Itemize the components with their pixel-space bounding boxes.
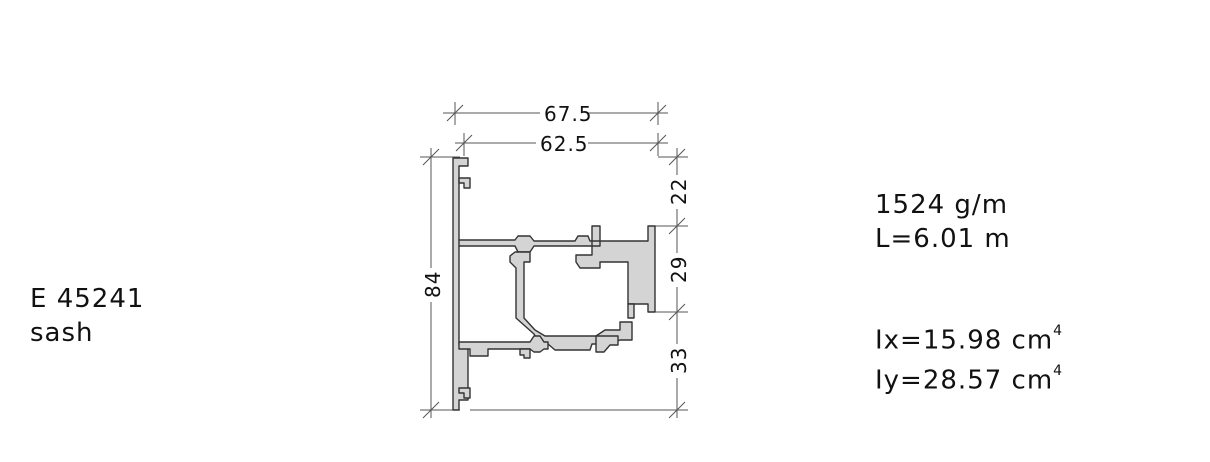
dim-seg-bottom: 33: [667, 347, 691, 374]
profile-section: [452, 157, 656, 411]
dim-seg-mid: 29: [667, 256, 691, 283]
weight-length-block: 1524 g/m L=6.01 m: [875, 188, 1011, 256]
dim-overall-width: 67.5: [544, 102, 593, 126]
dim-height: 84: [421, 271, 445, 298]
iy-exponent: 4: [1053, 362, 1064, 379]
profile-code: E 45241: [30, 284, 145, 314]
ix-exponent: 4: [1053, 323, 1064, 339]
length-value: L=6.01 m: [875, 224, 1011, 254]
weight-value: 1524 g/m: [875, 190, 1009, 220]
ix-value: Ix=15.98 cm4: [875, 318, 1063, 358]
profile-label: E 45241 sash: [30, 282, 144, 350]
inertia-block: Ix=15.98 cm4 Iy=28.57 cm4: [875, 318, 1063, 397]
iy-text: Iy=28.57 cm: [875, 365, 1054, 396]
iy-value: Iy=28.57 cm4: [875, 358, 1063, 398]
dim-seg-top: 22: [667, 178, 691, 205]
profile-name: sash: [30, 318, 94, 348]
dim-inner-width: 62.5: [540, 132, 589, 156]
ix-text: Ix=15.98 cm: [875, 325, 1054, 356]
